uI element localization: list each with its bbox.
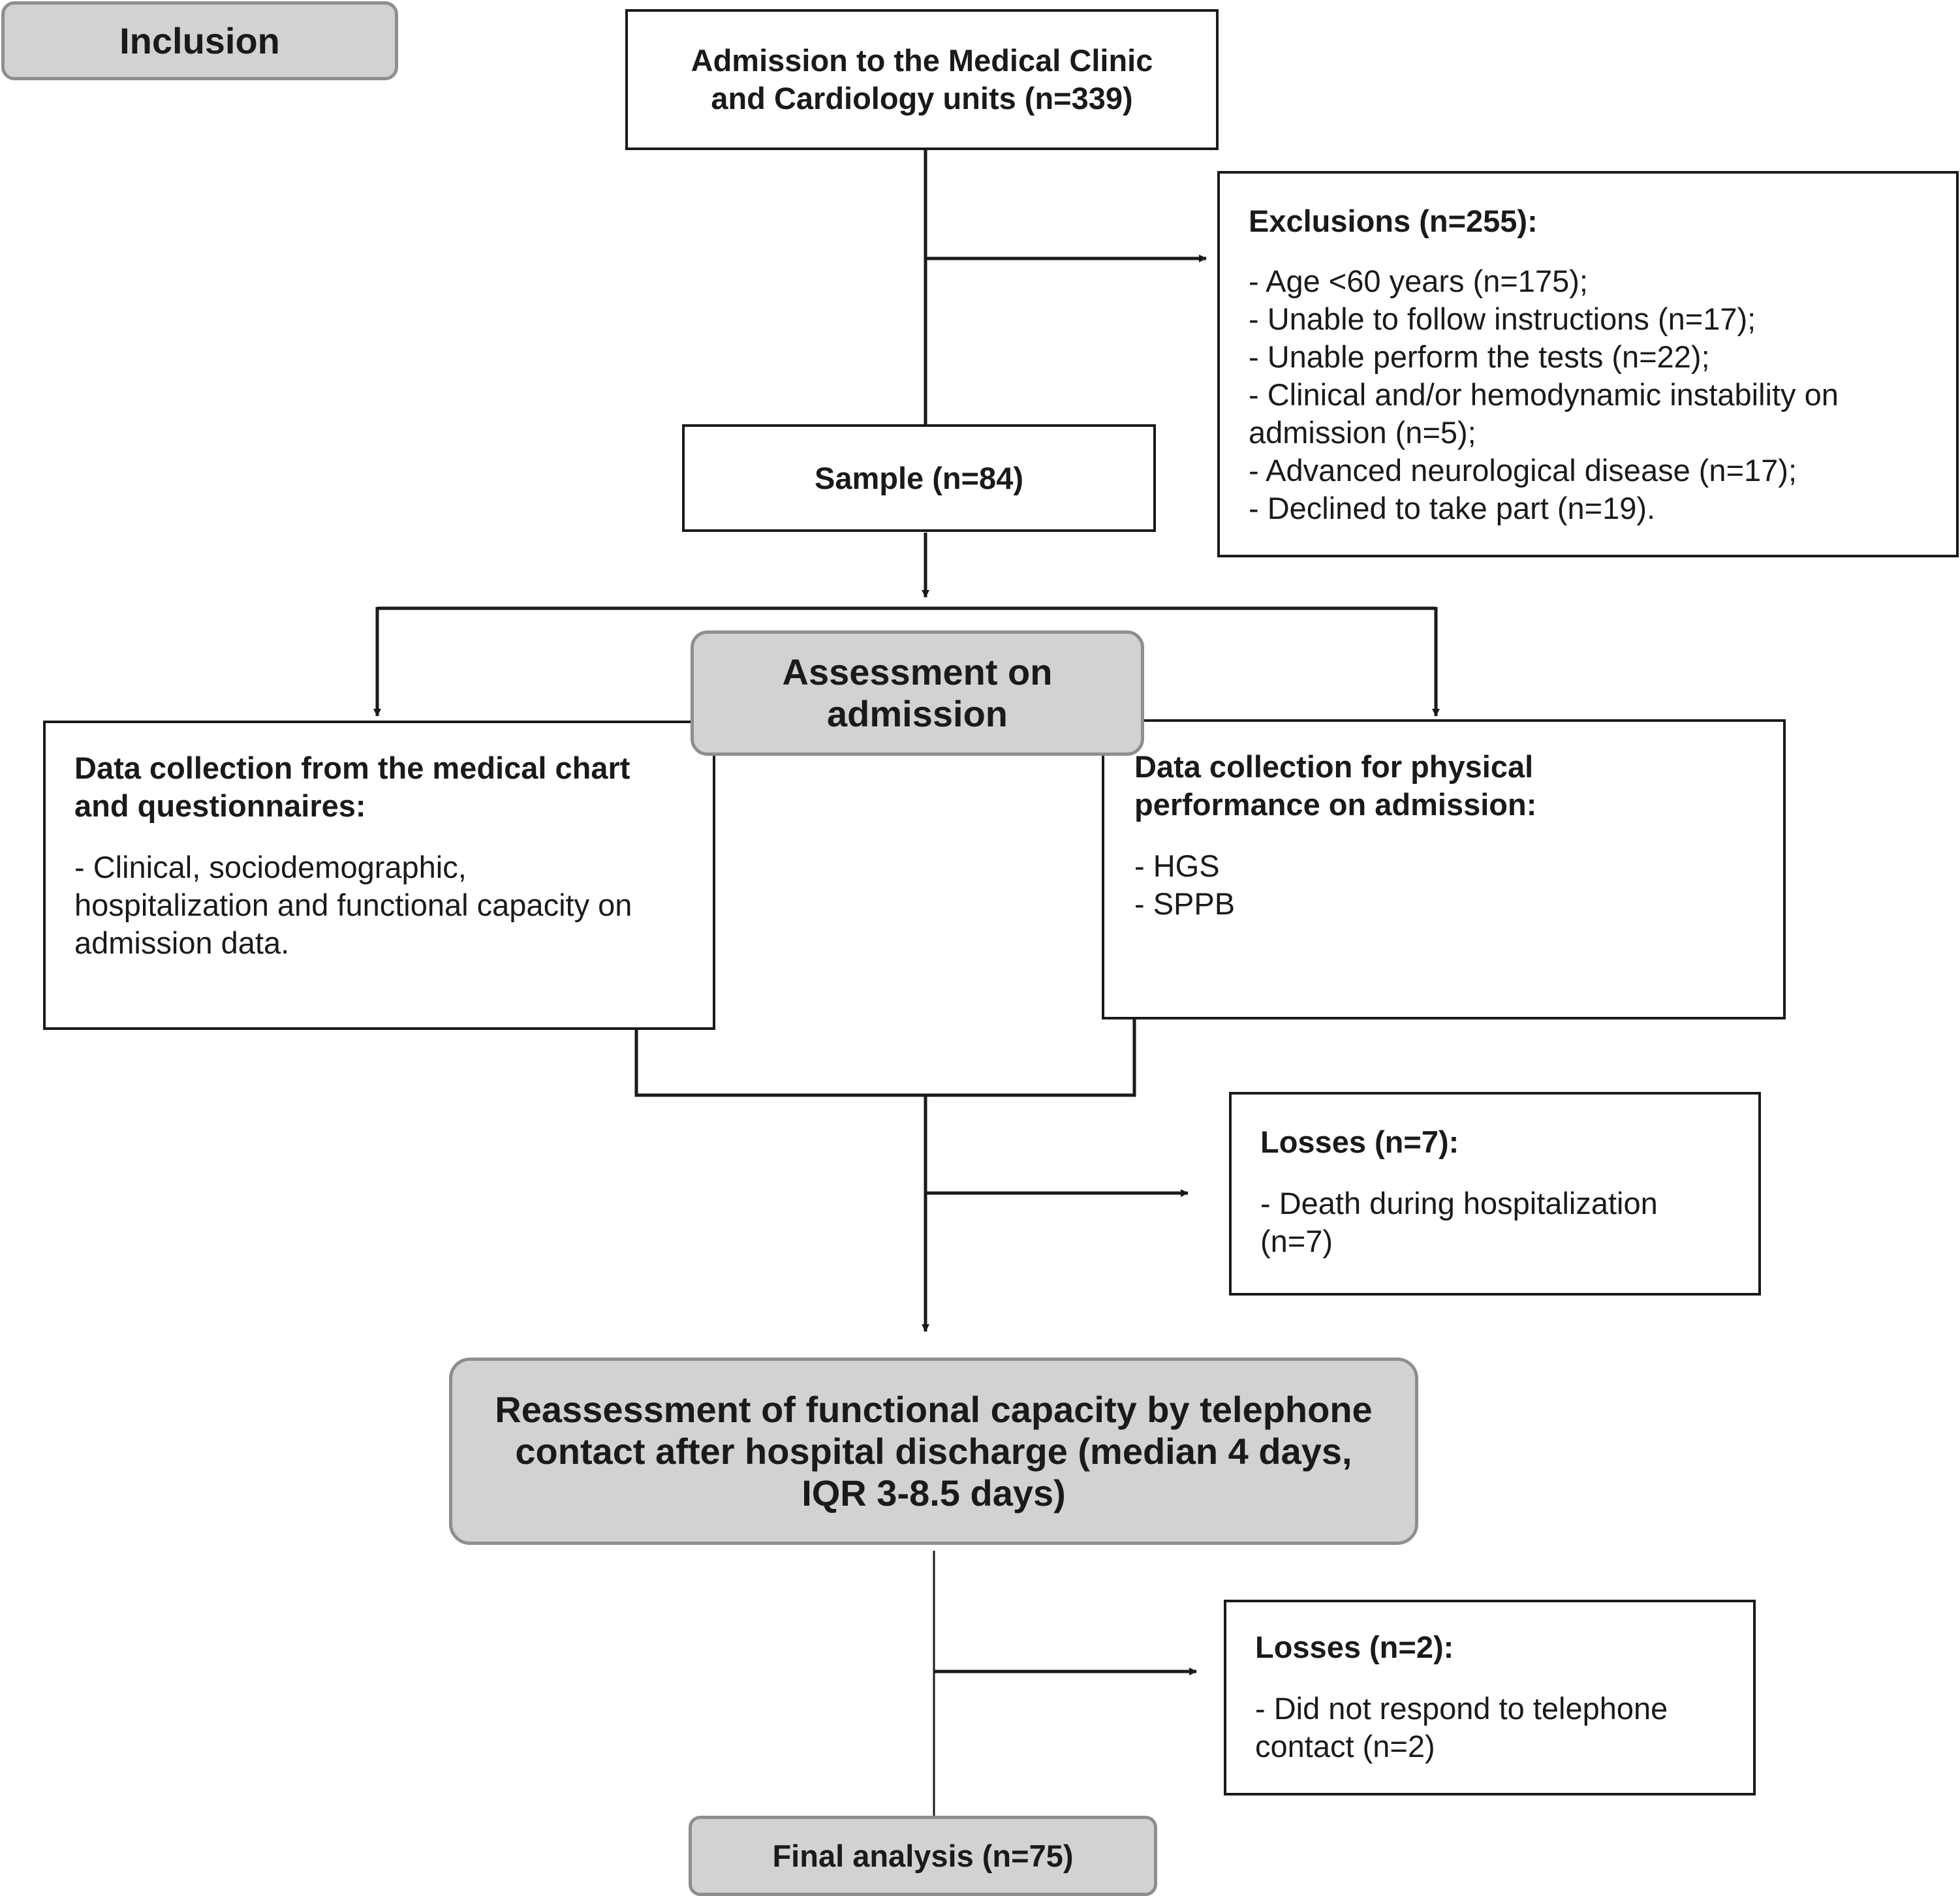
sample-box: Sample (n=84) bbox=[682, 424, 1156, 532]
losses-box-1: Losses (n=7): - Death during hospitaliza… bbox=[1229, 1092, 1761, 1296]
losses-2-item: contact (n=2) bbox=[1255, 1729, 1435, 1764]
chart-data-title-2: and questionnaires: bbox=[74, 788, 366, 823]
admission-line-1: Admission to the Medical Clinic bbox=[691, 43, 1153, 78]
admission-box: Admission to the Medical Clinic and Card… bbox=[625, 9, 1219, 150]
physical-title-2: performance on admission: bbox=[1134, 787, 1537, 822]
physical-item: - HGS bbox=[1134, 848, 1220, 883]
assessment-line-1: Assessment on bbox=[782, 651, 1053, 692]
chart-data-item: admission data. bbox=[74, 925, 290, 960]
reassessment-box: Reassessment of functional capacity by t… bbox=[449, 1358, 1418, 1545]
physical-performance-box: Data collection for physical performance… bbox=[1102, 719, 1786, 1019]
physical-title-1: Data collection for physical bbox=[1134, 749, 1534, 784]
reassessment-line-2: contact after hospital discharge (median… bbox=[515, 1430, 1352, 1472]
exclusion-item: - Unable to follow instructions (n=17); bbox=[1249, 302, 1756, 336]
exclusion-item: - Declined to take part (n=19). bbox=[1249, 491, 1656, 525]
assessment-box: Assessment on admission bbox=[691, 630, 1144, 756]
chart-data-box: Data collection from the medical chart a… bbox=[43, 721, 715, 1030]
final-analysis-text: Final analysis (n=75) bbox=[772, 1838, 1074, 1873]
admission-line-2: and Cardiology units (n=339) bbox=[711, 81, 1133, 116]
losses-2-item: - Did not respond to telephone bbox=[1255, 1691, 1668, 1726]
assessment-line-2: admission bbox=[827, 693, 1008, 734]
losses-1-item: - Death during hospitalization bbox=[1260, 1186, 1658, 1220]
losses-1-title: Losses (n=7): bbox=[1260, 1125, 1459, 1159]
exclusion-item: - Age <60 years (n=175); bbox=[1249, 264, 1588, 298]
merge-connector bbox=[634, 1019, 1136, 1097]
final-analysis-box: Final analysis (n=75) bbox=[689, 1816, 1157, 1896]
exclusion-item: - Advanced neurological disease (n=17); bbox=[1249, 453, 1797, 488]
chart-data-item: - Clinical, sociodemographic, bbox=[74, 850, 467, 884]
physical-item: - SPPB bbox=[1134, 886, 1236, 921]
sample-text: Sample (n=84) bbox=[815, 460, 1023, 495]
reassessment-line-1: Reassessment of functional capacity by t… bbox=[495, 1388, 1373, 1430]
chart-data-title-1: Data collection from the medical chart bbox=[74, 751, 630, 785]
inclusion-label: Inclusion bbox=[1, 1, 398, 80]
losses-2-title: Losses (n=2): bbox=[1255, 1630, 1454, 1664]
exclusion-item: admission (n=5); bbox=[1249, 415, 1476, 450]
losses-box-2: Losses (n=2): - Did not respond to telep… bbox=[1224, 1600, 1756, 1795]
exclusion-item: - Clinical and/or hemodynamic instabilit… bbox=[1249, 377, 1839, 412]
exclusions-box: Exclusions (n=255): - Age <60 years (n=1… bbox=[1217, 171, 1959, 557]
reassessment-line-3: IQR 3-8.5 days) bbox=[801, 1472, 1066, 1514]
exclusion-item: - Unable perform the tests (n=22); bbox=[1249, 339, 1710, 374]
chart-data-item: hospitalization and functional capacity … bbox=[74, 888, 632, 922]
losses-1-item: (n=7) bbox=[1260, 1224, 1333, 1258]
inclusion-label-text: Inclusion bbox=[119, 20, 280, 61]
exclusions-title: Exclusions (n=255): bbox=[1249, 204, 1538, 238]
